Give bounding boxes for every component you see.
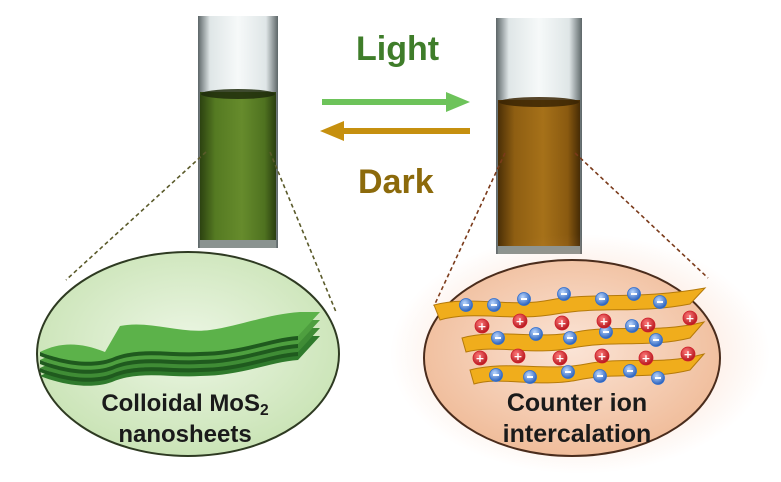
nanosheet-stack (40, 312, 320, 386)
left-caption: Colloidal MoS2 nanosheets (60, 388, 310, 450)
cation: + (512, 313, 528, 329)
anion-sign (493, 374, 499, 376)
cation: + (680, 346, 696, 362)
anion-sign (495, 337, 501, 339)
anion-sign (463, 304, 469, 306)
anion-sign (655, 377, 661, 379)
anion (593, 369, 607, 383)
right-caption-line2: intercalation (502, 420, 652, 448)
right-cuvette (496, 18, 582, 254)
anion-sign (561, 293, 567, 295)
cation: + (640, 317, 656, 333)
anion (653, 295, 667, 309)
ion-layer: + + + + + + + + + + + + (459, 287, 698, 385)
anion-sign (527, 376, 533, 378)
right-liquid-meniscus (499, 97, 579, 107)
light-label: Light (356, 30, 440, 68)
cation-sign: + (599, 315, 608, 328)
left-zoom-lines (65, 151, 337, 313)
dark-label: Dark (358, 163, 434, 201)
anion (459, 298, 473, 312)
cation-sign: + (643, 319, 652, 332)
cation-sign: + (515, 315, 524, 328)
cation-sign: + (477, 320, 486, 333)
anion (517, 292, 531, 306)
anion-sign (629, 325, 635, 327)
anion-sign (521, 298, 527, 300)
anion (623, 364, 637, 378)
left-liquid-meniscus (201, 89, 275, 99)
anion (627, 287, 641, 301)
anion (487, 298, 501, 312)
cation-sign: + (685, 312, 694, 325)
cation-sign: + (475, 352, 484, 365)
anion (491, 331, 505, 345)
cation: + (682, 310, 698, 326)
anion-sign (533, 333, 539, 335)
anion-sign (657, 301, 663, 303)
anion-sign (567, 337, 573, 339)
left-cuvette-base (200, 240, 276, 248)
anion-sign (491, 304, 497, 306)
cation: + (554, 315, 570, 331)
anion (561, 365, 575, 379)
cation-sign: + (557, 317, 566, 330)
anion (489, 368, 503, 382)
anion-sign (603, 331, 609, 333)
cation: + (552, 350, 568, 366)
anion (529, 327, 543, 341)
cation: + (596, 313, 612, 329)
cation-sign: + (683, 348, 692, 361)
cation: + (472, 350, 488, 366)
nanosheet-layer (40, 312, 320, 366)
anion (595, 292, 609, 306)
dark-arrow (320, 121, 470, 141)
anion-sign (599, 298, 605, 300)
light-arrow (322, 92, 470, 112)
left-caption-line1: Colloidal MoS2 (101, 390, 269, 419)
anion-sign (653, 339, 659, 341)
cation: + (594, 348, 610, 364)
left-caption-line2: nanosheets (118, 421, 252, 448)
cation: + (638, 350, 654, 366)
right-caption: Counter ion intercalation (462, 388, 692, 450)
anion-sign (627, 370, 633, 372)
cation: + (474, 318, 490, 334)
cation-sign: + (555, 352, 564, 365)
anion (557, 287, 571, 301)
left-cuvette (198, 16, 278, 248)
anion (651, 371, 665, 385)
anion (625, 319, 639, 333)
left-cuvette-liquid (200, 92, 276, 244)
anion-sign (565, 371, 571, 373)
anion-sign (597, 375, 603, 377)
anion (563, 331, 577, 345)
cation-sign: + (597, 350, 606, 363)
cation-sign: + (641, 352, 650, 365)
anion (523, 370, 537, 384)
anion (649, 333, 663, 347)
anion-sign (631, 293, 637, 295)
right-cuvette-liquid (498, 100, 580, 250)
cation-sign: + (513, 350, 522, 363)
cation: + (510, 348, 526, 364)
caption-subscript: 2 (259, 401, 269, 419)
right-caption-line1: Counter ion (506, 389, 648, 417)
